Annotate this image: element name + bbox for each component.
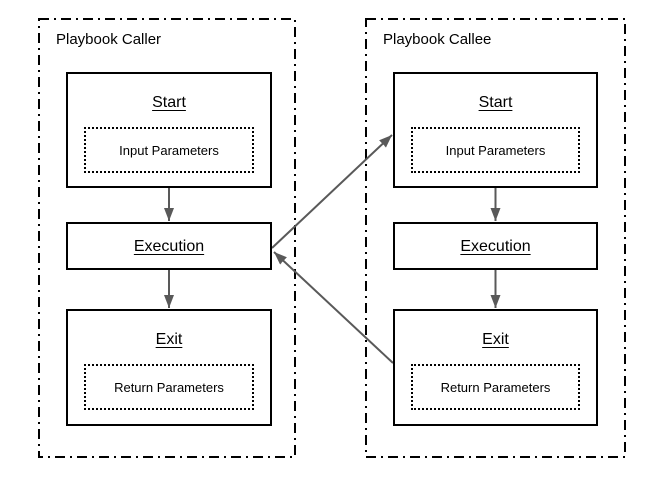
caller-input-parameters-box: Input Parameters (84, 127, 254, 173)
caller-container-border (38, 18, 296, 458)
caller-execution-node: Execution (66, 222, 272, 270)
callee-execution-node: Execution (393, 222, 598, 270)
callee-return-parameters-box: Return Parameters (411, 364, 580, 410)
callee-container-border (365, 18, 626, 458)
callee-start-node: Start Input Parameters (393, 72, 598, 188)
callee-exit-title: Exit (482, 331, 509, 348)
arrow-return-callee-exit-to-caller-execution (273, 251, 394, 364)
caller-start-title: Start (152, 94, 186, 111)
caller-return-parameters-box: Return Parameters (84, 364, 254, 410)
caller-execution-title: Execution (133, 237, 205, 255)
caller-start-node: Start Input Parameters (66, 72, 272, 188)
caller-exit-node: Exit Return Parameters (66, 309, 272, 426)
arrow-call-caller-execution-to-callee-start (271, 134, 393, 249)
callee-start-title: Start (478, 94, 513, 111)
callee-container-label: Playbook Callee (383, 31, 492, 48)
caller-container-label: Playbook Caller (56, 31, 162, 48)
caller-exit-title: Exit (155, 331, 183, 348)
callee-input-parameters-box: Input Parameters (411, 127, 580, 173)
callee-exit-node: Exit Return Parameters (393, 309, 598, 426)
callee-execution-title: Execution (460, 237, 531, 255)
